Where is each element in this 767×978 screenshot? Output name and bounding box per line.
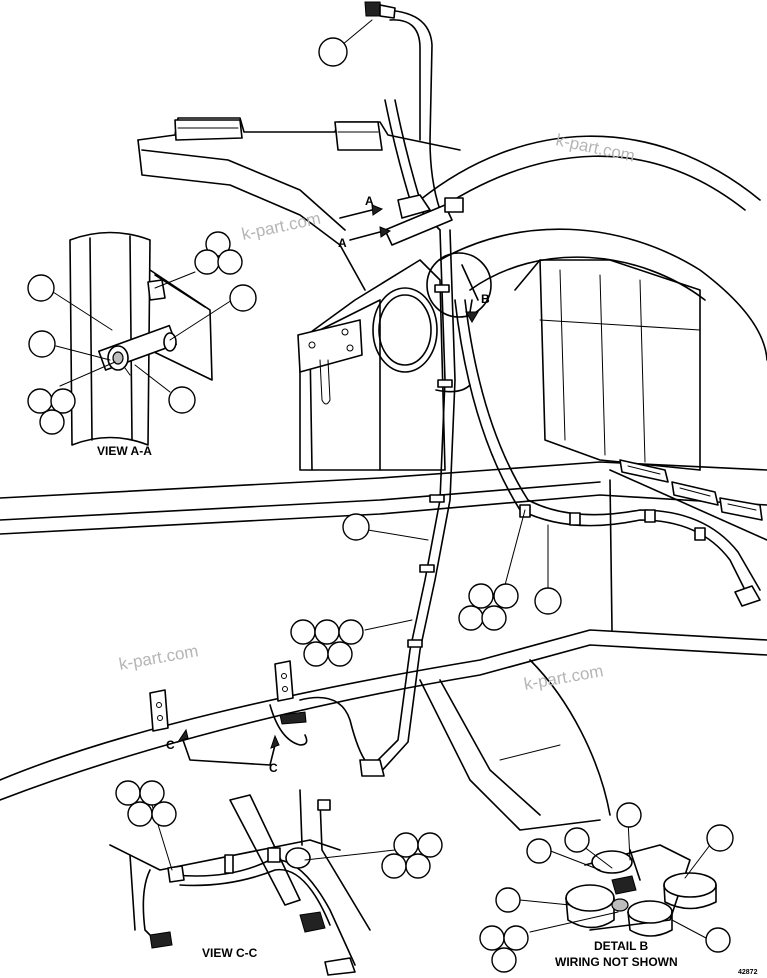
callout-balloon	[139, 780, 165, 806]
callout-balloon	[458, 605, 484, 631]
detail-b-inset	[565, 844, 717, 937]
callout-balloon	[405, 853, 431, 879]
labels: VIEW A-A VIEW C-C DETAIL B WIRING NOT SH…	[97, 194, 758, 976]
callout-balloon	[168, 386, 196, 414]
section-a-label-1: A	[365, 194, 374, 208]
callout-balloon	[27, 274, 55, 302]
section-a-label-2: A	[338, 236, 347, 250]
watermark-text: k-part.com	[117, 641, 199, 674]
section-arrows	[176, 204, 479, 766]
callout-balloon	[534, 587, 562, 615]
callout-balloon	[526, 838, 552, 864]
view-c-c-inset	[109, 789, 371, 976]
section-b-label: B	[481, 292, 490, 306]
callout-balloon	[229, 284, 257, 312]
view-a-a-label: VIEW A-A	[97, 444, 152, 458]
callout-balloon	[381, 853, 407, 879]
callout-balloon	[115, 780, 141, 806]
leader-lines	[52, 19, 711, 939]
callout-balloon	[217, 249, 243, 275]
view-a-a-inset	[69, 231, 213, 446]
callout-balloon	[342, 513, 370, 541]
callout-balloons	[27, 37, 734, 973]
machine-body	[0, 117, 767, 831]
view-c-c-label: VIEW C-C	[202, 946, 258, 960]
callout-balloon	[417, 832, 443, 858]
wiring-not-shown-label: WIRING NOT SHOWN	[555, 955, 678, 969]
callout-balloon	[493, 583, 519, 609]
callout-balloon	[327, 641, 353, 667]
callout-balloon	[495, 887, 521, 913]
callout-balloon	[468, 583, 494, 609]
callout-balloon	[706, 824, 734, 852]
detail-b-label: DETAIL B	[594, 939, 649, 953]
callout-balloon	[28, 330, 56, 358]
section-c-label-2: C	[269, 761, 278, 775]
callout-balloon	[303, 641, 329, 667]
callout-balloon	[127, 801, 153, 827]
callout-balloon	[393, 832, 419, 858]
reference-number: 42872	[738, 969, 758, 976]
section-c-label-1: C	[166, 738, 175, 752]
callout-balloon	[481, 605, 507, 631]
callout-balloon	[503, 925, 529, 951]
callout-balloon	[39, 409, 65, 435]
callout-balloon	[151, 801, 177, 827]
callout-balloon	[50, 388, 76, 414]
callout-balloon	[338, 619, 364, 645]
watermark-text: k-part.com	[522, 661, 604, 694]
wiring-harness	[149, 1, 761, 777]
callout-balloon	[479, 925, 505, 951]
callout-balloon	[318, 37, 348, 67]
callout-balloon	[194, 249, 220, 275]
detail-b-marker	[426, 252, 492, 318]
callout-balloon	[290, 619, 316, 645]
callout-balloon	[705, 927, 731, 953]
callout-balloon	[27, 388, 53, 414]
callout-balloon	[314, 619, 340, 645]
callout-balloon	[564, 827, 590, 853]
callout-balloon	[491, 947, 517, 973]
watermark-text: k-part.com	[240, 209, 322, 244]
callout-balloon	[616, 802, 642, 828]
